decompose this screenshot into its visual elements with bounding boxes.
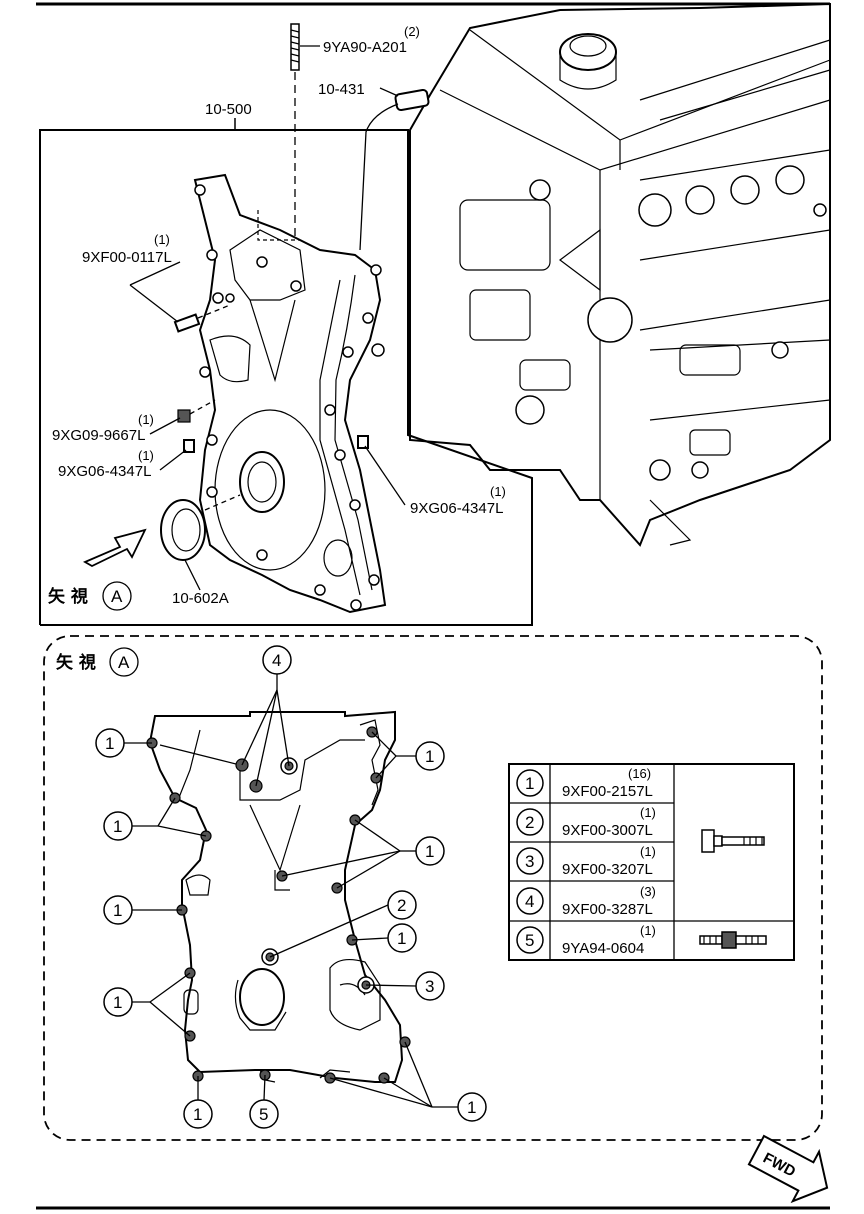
svg-text:1: 1 (425, 842, 434, 861)
svg-text:1: 1 (113, 817, 122, 836)
detail-view-frame (43, 635, 823, 1141)
detail-callouts: 1 1 1 1 1 2 1 3 1 1 5 1 4 (95, 645, 487, 1129)
callout-mark: 3 (415, 971, 445, 1001)
dowel-9XG06-4347L-right (357, 435, 369, 449)
legend-table: 1 (16) 9XF00-2157L 2 (1) 9XF00-3007L 3 (… (508, 763, 795, 961)
callout-part-4347-left: 9XG06-4347L (58, 463, 151, 480)
engine-block-illustration (409, 2, 831, 547)
top-view-leaders (129, 45, 406, 591)
timing-cover-top-view (193, 173, 387, 614)
svg-text:9YA94-0604: 9YA94-0604 (562, 940, 644, 957)
detail-leaders (124, 674, 458, 1108)
callout-part-stud: 9YA90-A201 (323, 39, 407, 56)
fwd-arrow-icon: FWD (747, 1134, 829, 1204)
svg-text:1: 1 (525, 774, 534, 793)
view-label-prefix: 矢 視 (48, 586, 88, 607)
callout-part-9667: 9XG09-9667L (52, 427, 145, 444)
svg-text:9XF00-3287L: 9XF00-3287L (562, 901, 653, 918)
svg-text:(1): (1) (640, 805, 656, 820)
callout-mark: 1 (103, 987, 133, 1017)
svg-text:3: 3 (525, 852, 534, 871)
callout-part-0117: 9XF00-0117L (82, 249, 172, 266)
view-letter: A (111, 587, 123, 606)
callout-qty-9667: (1) (138, 412, 154, 427)
callout-mark: 1 (415, 741, 445, 771)
svg-text:1: 1 (113, 993, 122, 1012)
svg-text:9XF00-2157L: 9XF00-2157L (562, 783, 653, 800)
svg-text:5: 5 (259, 1105, 268, 1124)
callout-mark: 1 (183, 1099, 213, 1129)
sensor-10-431 (359, 88, 430, 251)
svg-text:4: 4 (272, 651, 281, 670)
bolt-9XF00-0117L (173, 304, 231, 333)
callout-mark: 1 (387, 923, 417, 953)
callout-mark: 1 (103, 811, 133, 841)
timing-cover-front-view (146, 710, 411, 1084)
callout-mark: 1 (415, 836, 445, 866)
svg-text:1: 1 (425, 747, 434, 766)
callout-mark: 1 (103, 895, 133, 925)
legend-row: 3 (1) 9XF00-3207L (516, 844, 656, 878)
callout-part-seal: 10-602A (172, 590, 229, 607)
svg-text:(3): (3) (640, 884, 656, 899)
svg-text:1: 1 (113, 901, 122, 920)
flange-bolt-icon (701, 829, 765, 853)
view-arrow-icon (82, 528, 147, 568)
detail-title-circle (109, 647, 139, 677)
view-letter-circle (102, 581, 132, 611)
svg-text:(1): (1) (640, 844, 656, 859)
detail-title-prefix: 矢 視 (56, 652, 96, 673)
callout-mark: 1 (457, 1092, 487, 1122)
svg-text:2: 2 (397, 896, 406, 915)
callout-qty-0117: (1) (154, 232, 170, 247)
stud-bolt-icon (699, 931, 767, 949)
callout-qty-4347-left: (1) (138, 448, 154, 463)
oil-seal-10-602A (160, 494, 241, 561)
callout-part-4347-right: 9XG06-4347L (410, 500, 503, 517)
svg-text:4: 4 (525, 892, 534, 911)
callout-mark: 4 (262, 645, 292, 675)
dowel-9XG06-4347L-left (183, 439, 195, 453)
callout-part-sensor: 10-431 (318, 81, 365, 98)
detail-title-letter: A (118, 653, 130, 672)
svg-text:(16): (16) (628, 766, 651, 781)
legend-row: 5 (1) 9YA94-0604 (516, 923, 656, 957)
svg-text:9XF00-3007L: 9XF00-3007L (562, 822, 653, 839)
callout-qty-stud: (2) (404, 24, 420, 39)
svg-text:1: 1 (397, 929, 406, 948)
svg-text:1: 1 (467, 1098, 476, 1117)
assembly-label: 10-500 (205, 101, 252, 118)
callout-qty-4347-right: (1) (490, 484, 506, 499)
svg-text:(1): (1) (640, 923, 656, 938)
legend-row: 4 (3) 9XF00-3287L (516, 884, 656, 918)
bolt-9XG09-9667L (177, 399, 216, 423)
stud-bolt (290, 23, 300, 71)
callout-mark: 2 (387, 890, 417, 920)
callout-mark: 5 (249, 1099, 279, 1129)
svg-text:9XF00-3207L: 9XF00-3207L (562, 861, 653, 878)
top-view-bracket (39, 129, 533, 626)
callout-mark: 1 (95, 728, 125, 758)
svg-text:2: 2 (525, 813, 534, 832)
svg-text:3: 3 (425, 977, 434, 996)
svg-text:1: 1 (105, 734, 114, 753)
legend-row: 1 (16) 9XF00-2157L (516, 766, 653, 800)
svg-text:1: 1 (193, 1105, 202, 1124)
legend-row: 2 (1) 9XF00-3007L (516, 805, 656, 839)
svg-text:5: 5 (525, 931, 534, 950)
